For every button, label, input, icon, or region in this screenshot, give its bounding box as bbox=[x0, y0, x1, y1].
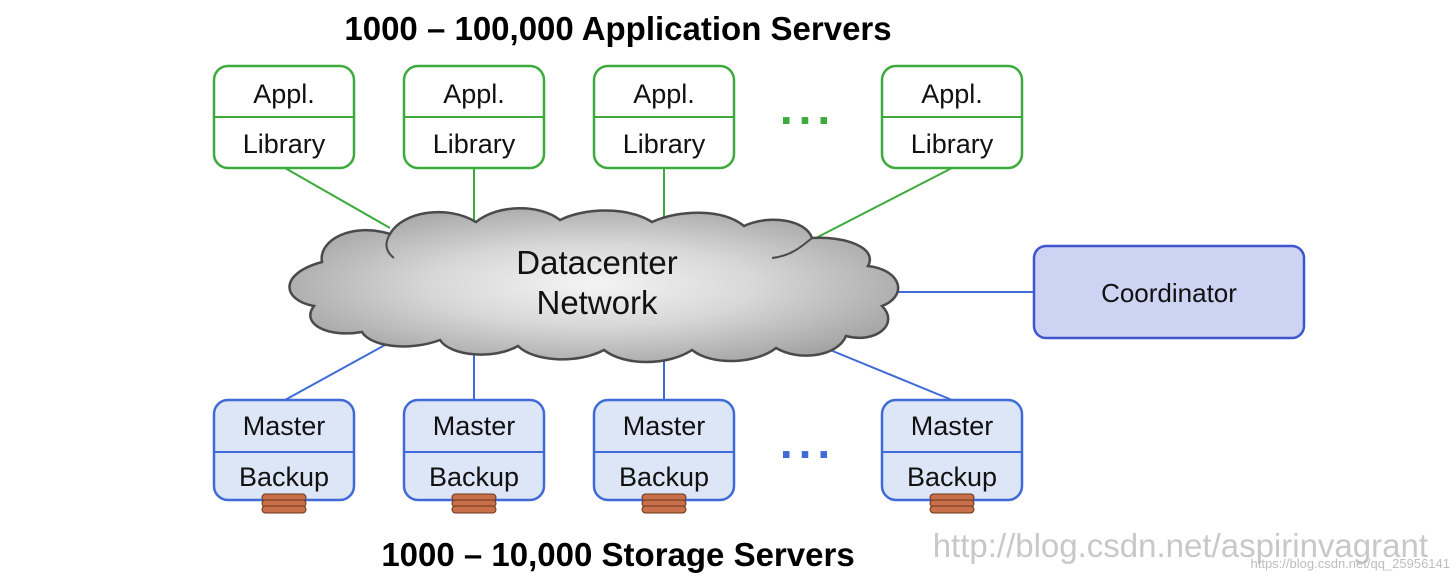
cloud-inner-curl-left bbox=[385, 233, 395, 259]
storage-connector-4 bbox=[817, 344, 953, 401]
app-label: Appl. bbox=[921, 79, 983, 109]
app-label: Appl. bbox=[253, 79, 315, 109]
storage-ellipsis: ... bbox=[780, 416, 836, 468]
master-label: Master bbox=[911, 411, 994, 441]
app-ellipsis: ... bbox=[780, 82, 836, 134]
disk-icon bbox=[261, 493, 307, 514]
watermark-small: https://blog.csdn.net/qq_25956141 bbox=[1251, 556, 1451, 571]
coordinator-label: Coordinator bbox=[1101, 278, 1237, 308]
storage-server-4: Master Backup bbox=[880, 398, 1024, 514]
master-label: Master bbox=[243, 411, 326, 441]
cloud-inner-curl-right bbox=[771, 237, 813, 259]
backup-label: Backup bbox=[907, 462, 997, 492]
disk-icon bbox=[929, 493, 975, 514]
coordinator: Coordinator bbox=[1032, 244, 1306, 340]
app-servers-title: 1000 – 100,000 Application Servers bbox=[344, 10, 891, 47]
app-server-4: Appl. Library bbox=[880, 64, 1024, 170]
backup-label: Backup bbox=[619, 462, 709, 492]
disk-icon bbox=[451, 493, 497, 514]
library-label: Library bbox=[623, 129, 706, 159]
app-connector-4 bbox=[811, 167, 953, 241]
library-label: Library bbox=[243, 129, 326, 159]
disk-icon bbox=[641, 493, 687, 514]
watermark: http://blog.csdn.net/aspirinvagrant bbox=[933, 527, 1428, 564]
app-label: Appl. bbox=[443, 79, 505, 109]
app-label: Appl. bbox=[633, 79, 695, 109]
backup-label: Backup bbox=[429, 462, 519, 492]
storage-server-2: Master Backup bbox=[402, 398, 546, 514]
library-label: Library bbox=[911, 129, 994, 159]
storage-servers-title: 1000 – 10,000 Storage Servers bbox=[381, 536, 854, 573]
datacenter-network-cloud: Datacenter Network bbox=[288, 207, 900, 364]
master-label: Master bbox=[433, 411, 516, 441]
coordinator-box bbox=[1032, 244, 1306, 340]
app-connector-1 bbox=[284, 167, 391, 229]
storage-server-1: Master Backup bbox=[212, 398, 356, 514]
app-server-3: Appl. Library bbox=[592, 64, 736, 170]
master-label: Master bbox=[623, 411, 706, 441]
backup-label: Backup bbox=[239, 462, 329, 492]
storage-server-3: Master Backup bbox=[592, 398, 736, 514]
app-server-2: Appl. Library bbox=[402, 64, 546, 170]
network-label-line1: Datacenter bbox=[516, 244, 677, 281]
network-label-line2: Network bbox=[536, 284, 658, 321]
storage-connector-1 bbox=[284, 344, 386, 401]
app-connectors bbox=[284, 167, 953, 241]
library-label: Library bbox=[433, 129, 516, 159]
app-server-1: Appl. Library bbox=[212, 64, 356, 170]
cloud-shape bbox=[288, 207, 900, 364]
